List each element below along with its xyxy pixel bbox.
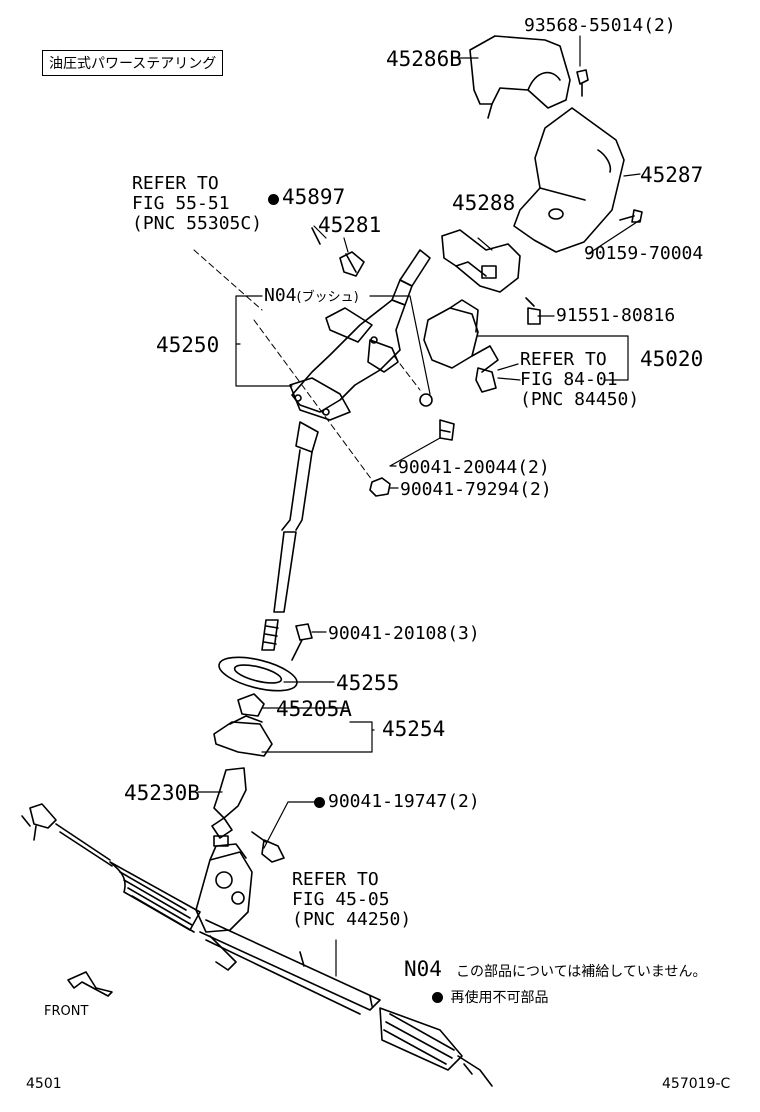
label-n04-bush: N04(ブッシュ) — [264, 286, 359, 306]
legend-dot-text: 再使用不可部品 — [450, 990, 549, 1006]
column-bracket — [441, 229, 521, 293]
n04-code: N04 — [264, 285, 297, 306]
column-hole-cover — [213, 693, 273, 757]
non-reusable-dot-icon — [268, 194, 279, 205]
label-45255: 45255 — [336, 671, 400, 695]
footer-right-code: 457019-C — [662, 1076, 731, 1092]
label-90041-19747: 90041-19747(2) — [314, 792, 480, 812]
legend-dot-icon — [432, 992, 443, 1003]
refer2-line1: REFER TO — [520, 349, 607, 370]
label-45897-text: 45897 — [282, 185, 346, 209]
screw-90159 — [619, 209, 643, 223]
steering-rack — [21, 803, 493, 1087]
nut-90041-79294 — [369, 477, 391, 497]
refer3-line2: FIG 45-05 — [292, 889, 390, 910]
label-90041-20108: 90041-20108(3) — [328, 623, 480, 644]
label-45286B: 45286B — [386, 47, 462, 71]
label-45288: 45288 — [452, 191, 516, 215]
screw-93568 — [576, 69, 589, 97]
label-45281: 45281 — [318, 213, 382, 237]
label-45020: 45020 — [640, 347, 704, 371]
label-45230B: 45230B — [124, 781, 200, 805]
bolt-90041-20108 — [291, 623, 313, 661]
refer3-line3: (PNC 44250) — [292, 909, 412, 930]
non-reusable-dot-icon — [314, 797, 325, 808]
refer1-line3: (PNC 55305C) — [132, 213, 263, 234]
label-45287: 45287 — [640, 163, 704, 187]
footer-left-code: 4501 — [26, 1076, 62, 1092]
bolt-91551 — [525, 297, 541, 325]
label-45250: 45250 — [156, 333, 220, 357]
refer-fig-84-01: REFER TO FIG 84-01 (PNC 84450) — [520, 350, 639, 410]
refer1-line1: REFER TO — [132, 173, 219, 194]
steering-column-assembly — [261, 249, 431, 651]
label-45897: 45897 — [268, 186, 345, 208]
hydraulic-power-steering-title: 油圧式パワーステアリング — [42, 50, 224, 76]
refer2-line3: (PNC 84450) — [520, 389, 640, 410]
front-arrow-icon — [67, 971, 113, 997]
washer-90041-20044 — [419, 393, 433, 407]
bolt-90041-20044 — [439, 419, 455, 441]
label-93568-55014: 93568-55014(2) — [524, 15, 676, 36]
clip-45897 — [311, 227, 321, 245]
universal-joint — [211, 767, 247, 847]
refer2-line2: FIG 84-01 — [520, 369, 618, 390]
refer-fig-45-05: REFER TO FIG 45-05 (PNC 44250) — [292, 870, 411, 930]
label-90041-20044: 90041-20044(2) — [398, 457, 550, 478]
lower-column-cover — [513, 107, 625, 253]
bushing-45281 — [339, 251, 365, 277]
refer3-line1: REFER TO — [292, 869, 379, 890]
legend-n04-code: N04 — [404, 957, 442, 981]
label-45205A: 45205A — [276, 697, 352, 721]
label-90041-19747-text: 90041-19747(2) — [328, 791, 480, 812]
label-90159-70004: 90159-70004 — [584, 243, 704, 264]
label-91551-80816: 91551-80816 — [556, 305, 676, 326]
upper-column-cover — [469, 35, 571, 119]
refer1-line2: FIG 55-51 — [132, 193, 230, 214]
n04-bush-note: (ブッシュ) — [296, 290, 359, 305]
refer-fig-55-51: REFER TO FIG 55-51 (PNC 55305C) — [132, 174, 262, 234]
front-label: FRONT — [44, 1004, 89, 1019]
reference-dashed-lines — [193, 249, 421, 481]
leader-lines — [197, 35, 641, 977]
bolt-90041-19747 — [251, 831, 285, 863]
label-45254: 45254 — [382, 717, 446, 741]
label-90041-79294: 90041-79294(2) — [400, 479, 552, 500]
seal-plate — [218, 656, 298, 692]
legend-n04-text: この部品については補給していません。 — [456, 964, 707, 980]
legend-dot-row: 再使用不可部品 — [432, 987, 548, 1007]
ignition-lock-housing — [423, 299, 499, 393]
